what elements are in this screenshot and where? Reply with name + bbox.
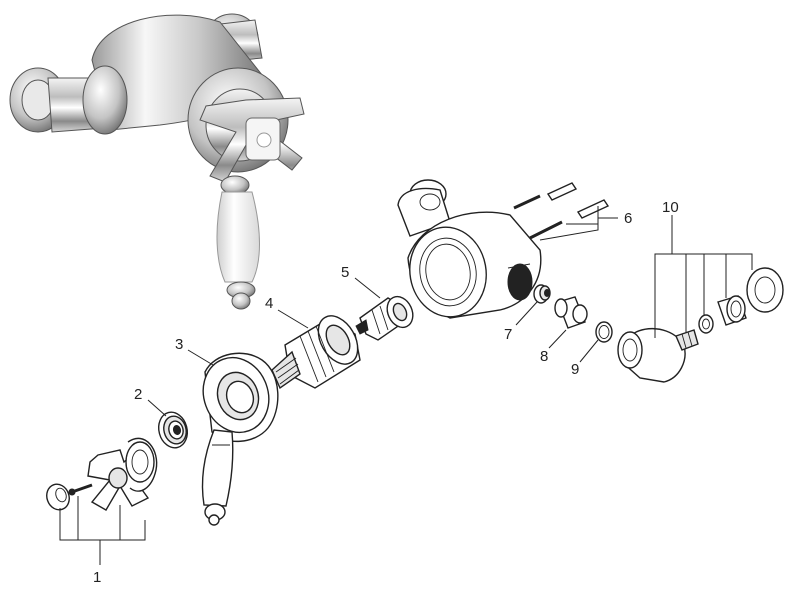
part-5-spindle bbox=[355, 295, 414, 341]
callout-9: 9 bbox=[571, 361, 579, 378]
callout-5: 5 bbox=[341, 264, 349, 281]
leader-lines bbox=[59, 206, 753, 565]
part-2-adaptor-ring bbox=[157, 411, 189, 449]
part-6-pins bbox=[513, 182, 610, 240]
part-3-shroud-lever bbox=[201, 352, 279, 526]
part-9-washer bbox=[595, 321, 613, 343]
part-10-elbow-fittings bbox=[617, 267, 784, 383]
part-8-filter bbox=[554, 296, 588, 329]
valve-body bbox=[397, 179, 542, 319]
part-1-crosshead-handle bbox=[46, 437, 158, 511]
callout-7: 7 bbox=[504, 326, 512, 343]
assembled-valve-image bbox=[9, 13, 305, 310]
callout-2: 2 bbox=[134, 386, 142, 403]
callout-6: 6 bbox=[624, 210, 632, 227]
callout-10: 10 bbox=[662, 199, 679, 216]
callout-3: 3 bbox=[175, 336, 183, 353]
callout-8: 8 bbox=[540, 348, 548, 365]
callout-labels: 1 2 3 4 5 6 7 8 9 10 bbox=[93, 199, 679, 586]
part-4-cartridge bbox=[271, 315, 361, 390]
part-7-check-valve bbox=[533, 284, 551, 304]
callout-4: 4 bbox=[265, 295, 273, 312]
callout-1: 1 bbox=[93, 569, 101, 586]
